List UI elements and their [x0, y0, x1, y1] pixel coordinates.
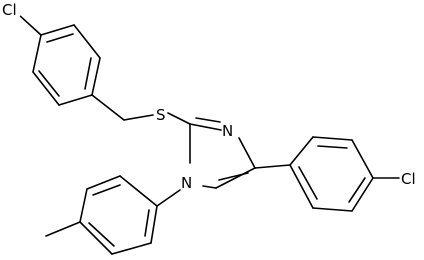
bond: [150, 205, 158, 244]
atom-label-nitrogen-1: N: [181, 174, 192, 192]
bond: [312, 136, 353, 141]
bond: [40, 24, 75, 36]
atom-label-nitrogen-3: N: [222, 122, 233, 140]
bond: [123, 114, 154, 121]
double-bond-inner: [218, 172, 249, 181]
bond: [19, 15, 42, 36]
double-bond-inner: [92, 184, 121, 196]
chlorophenyl-ring-right: [254, 136, 400, 212]
double-bond-inner: [84, 57, 92, 90]
imidazole-ring: [189, 117, 256, 189]
bond: [73, 24, 101, 59]
atom-label-cl-right: Cl: [401, 170, 416, 188]
bond: [289, 164, 314, 209]
bond: [195, 117, 221, 123]
double-bond-inner: [38, 70, 60, 97]
chlorophenyl-ring-top-left: [19, 15, 101, 106]
bond: [32, 34, 42, 73]
tolyl-ring: [45, 175, 181, 255]
bond: [91, 94, 125, 121]
bond: [351, 139, 374, 179]
bond: [312, 207, 353, 212]
bond: [86, 175, 121, 190]
bond: [32, 71, 60, 106]
double-bond-inner: [317, 145, 348, 149]
bond: [289, 136, 314, 166]
methyl-bond: [45, 221, 81, 237]
atom-label-cl-top-left: Cl: [2, 1, 17, 19]
bond: [215, 167, 256, 189]
bond: [58, 94, 93, 106]
double-bond-inner: [46, 33, 74, 43]
bond: [111, 242, 152, 255]
bond: [91, 57, 101, 96]
bond: [351, 177, 374, 212]
bond: [119, 175, 158, 207]
atom-label-sulfur: S: [156, 106, 166, 124]
bond: [167, 112, 191, 125]
double-bond-inner: [88, 222, 115, 247]
bond: [189, 123, 222, 131]
double-bond-inner: [144, 209, 150, 237]
double-bond-inner: [348, 177, 366, 203]
bond: [254, 164, 291, 169]
bond: [156, 189, 181, 207]
double-bond-inner: [298, 166, 318, 200]
bond: [202, 185, 217, 189]
bond: [79, 221, 113, 255]
bond: [238, 137, 256, 169]
bond: [79, 188, 88, 223]
thioether-linker: [91, 94, 191, 125]
